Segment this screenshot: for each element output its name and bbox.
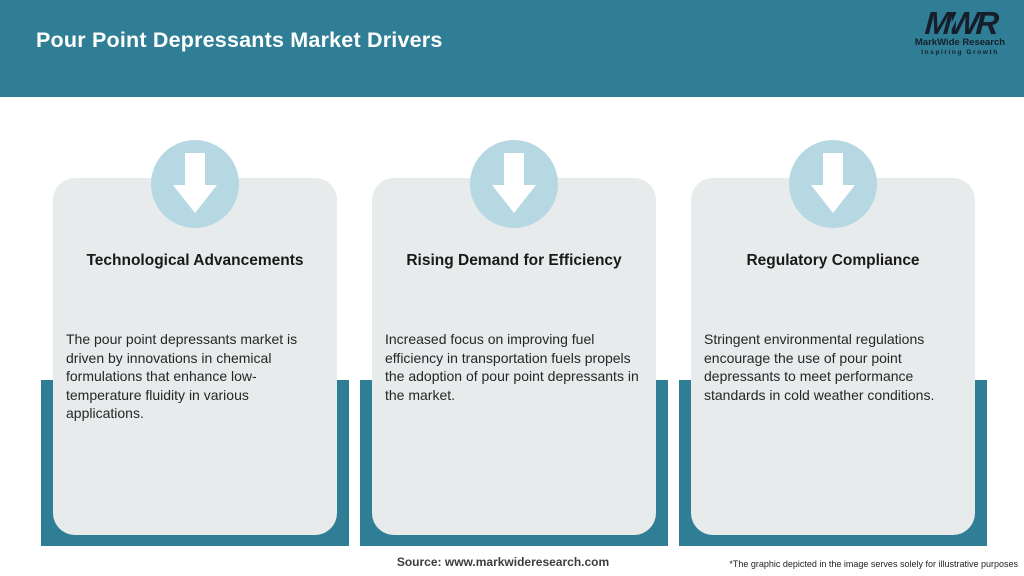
card-title: Technological Advancements bbox=[86, 252, 304, 269]
card-description: The pour point depressants market is dri… bbox=[66, 331, 298, 421]
arrow-down-icon bbox=[151, 140, 239, 228]
page-title: Pour Point Depressants Market Drivers bbox=[36, 28, 443, 52]
card-body bbox=[691, 178, 975, 535]
card-body bbox=[53, 178, 337, 535]
card-description: Stringent environmental regulations enco… bbox=[704, 331, 935, 403]
card-description: Increased focus on improving fuel effici… bbox=[385, 331, 639, 403]
arrow-down-icon bbox=[789, 140, 877, 228]
header-bar: Pour Point Depressants Market Drivers MW… bbox=[0, 0, 1024, 97]
driver-card-regulatory-compliance: Regulatory Compliance Stringent environm… bbox=[679, 0, 987, 576]
driver-card-technological-advancements: Technological Advancements The pour poin… bbox=[41, 0, 349, 576]
logo-name: MarkWide Research bbox=[914, 37, 1006, 48]
card-title: Rising Demand for Efficiency bbox=[406, 252, 622, 269]
driver-card-rising-demand: Rising Demand for Efficiency Increased f… bbox=[360, 0, 668, 576]
disclaimer-text: *The graphic depicted in the image serve… bbox=[729, 559, 1018, 569]
source-text: Source: www.markwideresearch.com bbox=[396, 555, 610, 569]
card-body bbox=[372, 178, 656, 535]
card-title: Regulatory Compliance bbox=[746, 252, 920, 269]
markwide-logo: MWR MarkWide Research Inspiring Growth bbox=[910, 5, 1010, 56]
arrow-down-icon bbox=[470, 140, 558, 228]
logo-tagline: Inspiring Growth bbox=[921, 49, 999, 56]
